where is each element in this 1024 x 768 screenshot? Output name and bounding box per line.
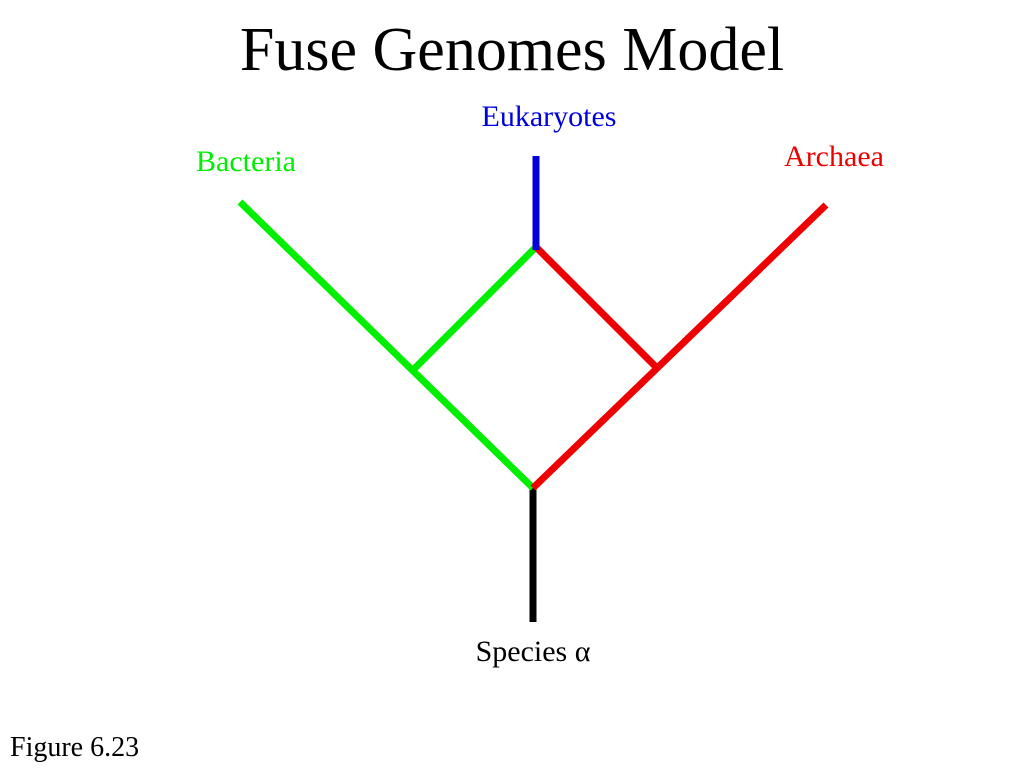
archaea-to-eukaryotes-branch bbox=[533, 244, 660, 371]
figure-number: Figure 6.23 bbox=[10, 732, 140, 763]
archaea-branch bbox=[530, 202, 829, 491]
bacteria-label: Bacteria bbox=[196, 145, 296, 178]
bacteria-branch bbox=[237, 199, 536, 491]
species-alpha-label: Species α bbox=[476, 635, 591, 668]
page-title: Fuse Genomes Model bbox=[239, 16, 785, 84]
bacteria-to-eukaryotes-branch bbox=[410, 244, 539, 373]
eukaryotes-label: Eukaryotes bbox=[482, 100, 617, 133]
archaea-label: Archaea bbox=[784, 140, 884, 173]
